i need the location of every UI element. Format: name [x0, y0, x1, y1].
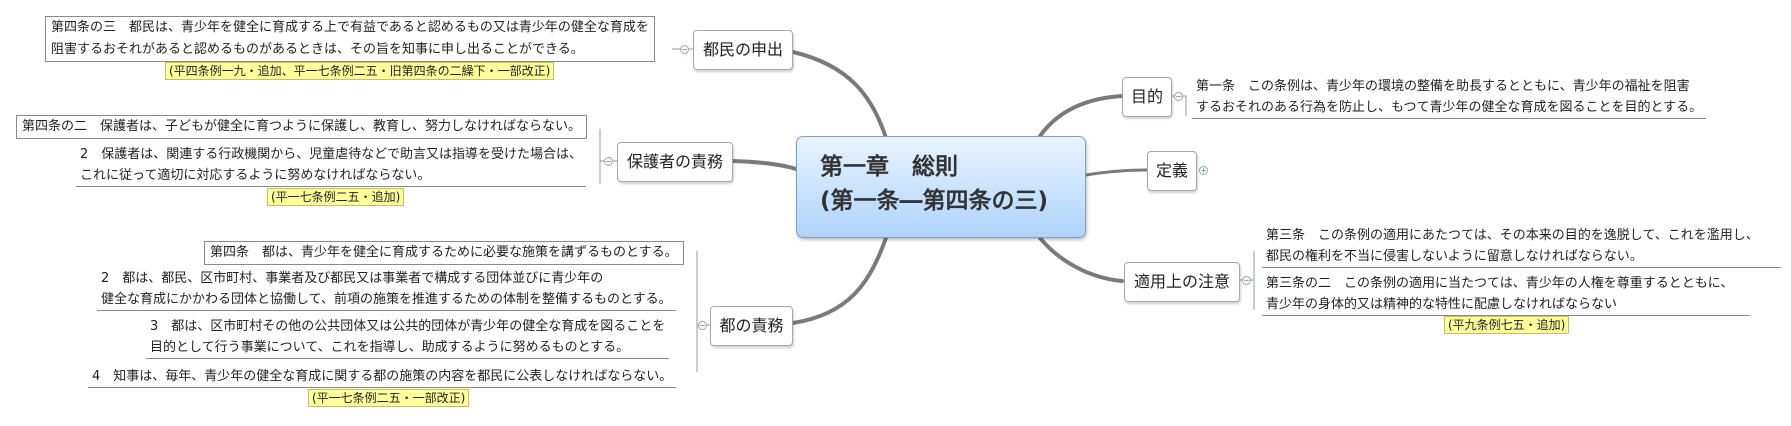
topic-to-sekimu[interactable]: 都の責務 — [710, 306, 793, 346]
expand-toggle-icon[interactable]: + — [1199, 166, 1208, 175]
topic-mokuteki[interactable]: 目的 — [1122, 77, 1172, 117]
central-title: 第一章 総則 — [820, 154, 958, 180]
topic-tomin-moushide[interactable]: 都民の申出 — [693, 30, 793, 70]
amendment-tag: (平一七条例二五・一部改正) — [308, 389, 470, 407]
collapse-toggle-icon[interactable]: − — [680, 45, 689, 54]
central-topic[interactable]: 第一章 総則 (第一条―第四条の三) — [796, 136, 1086, 238]
note-article-4-3: 第四条の三 都民は、青少年を健全に育成する上で有益であると認めるもの又は青少年の… — [45, 16, 655, 62]
note-article-4-2: 第四条の二 保護者は、子どもが健全に育つように保護し、教育し、努力しなければなら… — [16, 115, 588, 139]
note-article-4-2-para2: 2 保護者は、関連する行政機関から、児童虐待などで助言又は指導を受けた場合は、 … — [76, 144, 587, 187]
topic-tekiyou-chuui[interactable]: 適用上の注意 — [1124, 262, 1240, 302]
topic-teigi[interactable]: 定義 — [1147, 151, 1197, 191]
note-article-3: 第三条 この条例の適用にあたつては、その本来の目的を逸脱して、これを濫用し、 都… — [1262, 225, 1781, 268]
branch-mokuteki — [1038, 94, 1124, 138]
note-article-4: 第四条 都は、青少年を健全に育成するために必要な施策を講ずるものとする。 — [204, 241, 684, 265]
amendment-tag: (平一七条例二五・追加) — [267, 188, 405, 206]
note-article-4-para4: 4 知事は、毎年、青少年の健全な育成に関する都の施策の内容を都民に公表しなければ… — [88, 366, 677, 388]
amendment-tag: (平四条例一九・追加、平一七条例二五・旧第四条の二繰下・一部改正) — [165, 62, 555, 80]
note-article-1: 第一条 この条例は、青少年の環境の整備を助長するとともに、青少年の福祉を阻害 す… — [1192, 76, 1707, 119]
branch-tekiyou — [1038, 236, 1124, 283]
central-subtitle: (第一条―第四条の三) — [820, 188, 1049, 214]
amendment-tag: (平九条例七五・追加) — [1444, 316, 1570, 334]
branch-hogosha — [731, 159, 798, 171]
branch-teigi — [1084, 168, 1149, 177]
note-article-3-2: 第三条の二 この条例の適用に当たつては、青少年の人権を尊重するとともに、 青少年… — [1262, 273, 1750, 316]
collapse-toggle-icon[interactable]: − — [698, 321, 707, 330]
note-article-4-para3: 3 都は、区市町村その他の公共団体又は公共的団体が青少年の健全な育成を図ることを… — [146, 316, 670, 359]
link-to-notes — [696, 251, 710, 372]
collapse-toggle-icon[interactable]: − — [604, 157, 613, 166]
branch-tomin — [791, 50, 888, 140]
note-article-4-para2: 2 都は、都民、区市町村、事業者及び都民又は事業者で構成する団体並びに青少年の … — [97, 268, 676, 311]
topic-hogosha-sekimu[interactable]: 保護者の責務 — [617, 142, 733, 182]
branch-to — [791, 236, 888, 325]
collapse-toggle-icon[interactable]: − — [1242, 276, 1251, 285]
collapse-toggle-icon[interactable]: − — [1174, 92, 1183, 101]
